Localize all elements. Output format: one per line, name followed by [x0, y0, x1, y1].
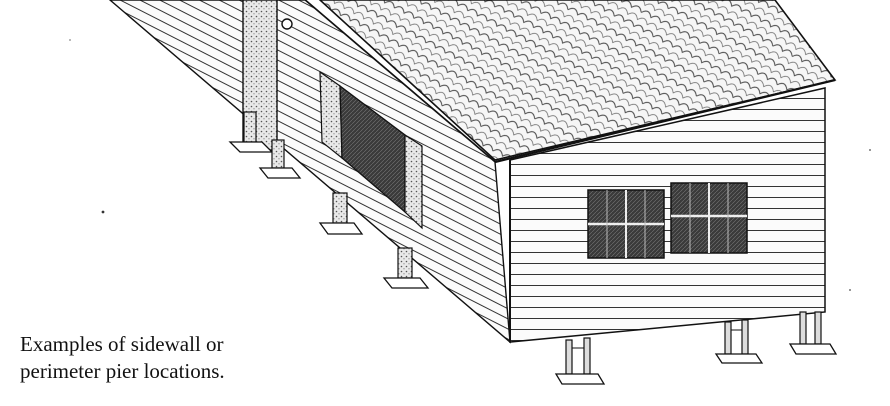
pier-4 — [382, 247, 430, 289]
roof-vent-icon — [281, 18, 293, 30]
pier-3 — [318, 192, 364, 235]
pier-end-3 — [788, 311, 838, 355]
side-window-shutter-right — [404, 133, 423, 230]
pier-2 — [258, 139, 302, 179]
caption-line-2: perimeter pier locations. — [20, 359, 225, 383]
caption-line-1: Examples of sidewall or — [20, 332, 224, 356]
roof-eave-end — [494, 78, 836, 164]
end-window-left — [587, 189, 665, 259]
pier-end-1 — [554, 337, 606, 385]
pier-end-2 — [714, 319, 764, 364]
caption: Examples of sidewall or perimeter pier l… — [20, 331, 225, 385]
end-window-right — [670, 182, 748, 254]
